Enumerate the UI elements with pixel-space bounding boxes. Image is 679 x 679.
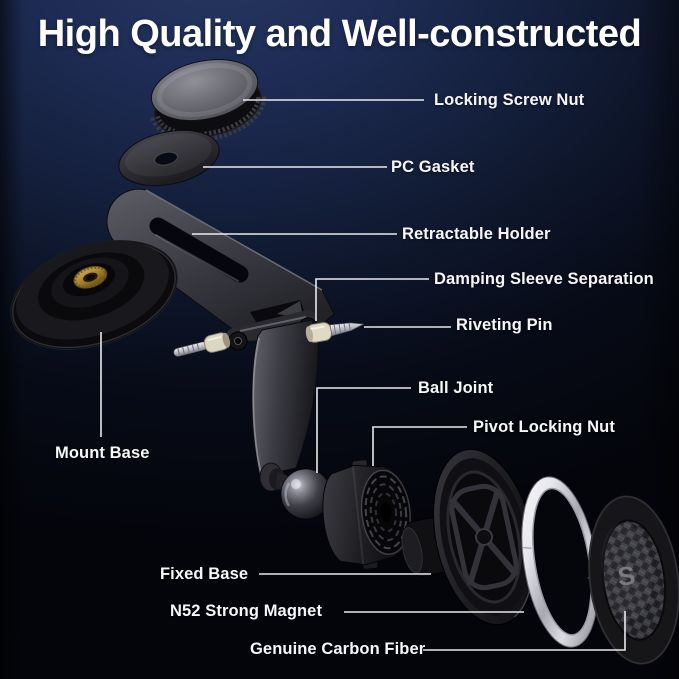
retractable-holder-part: [106, 188, 335, 351]
mount-base-part: [10, 240, 178, 350]
label-riveting-pin: Riveting Pin: [456, 316, 553, 334]
label-mount-base: Mount Base: [55, 444, 150, 462]
label-pc-gasket: PC Gasket: [391, 158, 475, 176]
pc-gasket-part: [118, 129, 220, 187]
label-retractable-holder: Retractable Holder: [402, 225, 551, 243]
brand-logo-glyph: S: [616, 560, 637, 592]
ball-joint-part: [280, 468, 332, 520]
n52-magnet-part: [521, 476, 599, 648]
riveting-pin-left-part: [173, 332, 231, 357]
carbon-fiber-disc-part: S: [588, 495, 679, 665]
riveting-pin-right-part: [305, 322, 365, 343]
page-title: High Quality and Well-constructed: [37, 13, 642, 55]
leader-carbon-fiber: [423, 611, 626, 651]
fixed-base-part: [401, 448, 535, 626]
label-fixed-base: Fixed Base: [160, 565, 249, 583]
label-n52-strong-magnet: N52 Strong Magnet: [170, 602, 323, 620]
label-damping-sleeve-separation: Damping Sleeve Separation: [434, 270, 654, 288]
locking-screw-nut-part: [150, 59, 267, 143]
leader-ball-joint: [316, 387, 411, 473]
leader-pivot-locking-nut: [372, 426, 467, 466]
label-genuine-carbon-fiber: Genuine Carbon Fiber: [250, 640, 426, 658]
label-pivot-locking-nut: Pivot Locking Nut: [473, 418, 615, 436]
holder-leg-part: [251, 319, 319, 492]
pivot-locking-nut-part: [322, 460, 412, 569]
brass-thread-insert: [73, 265, 108, 289]
label-ball-joint: Ball Joint: [418, 379, 494, 397]
leader-lines: [100, 99, 626, 651]
label-locking-screw-nut: Locking Screw Nut: [434, 91, 585, 109]
leader-damping-sleeve: [315, 278, 429, 321]
